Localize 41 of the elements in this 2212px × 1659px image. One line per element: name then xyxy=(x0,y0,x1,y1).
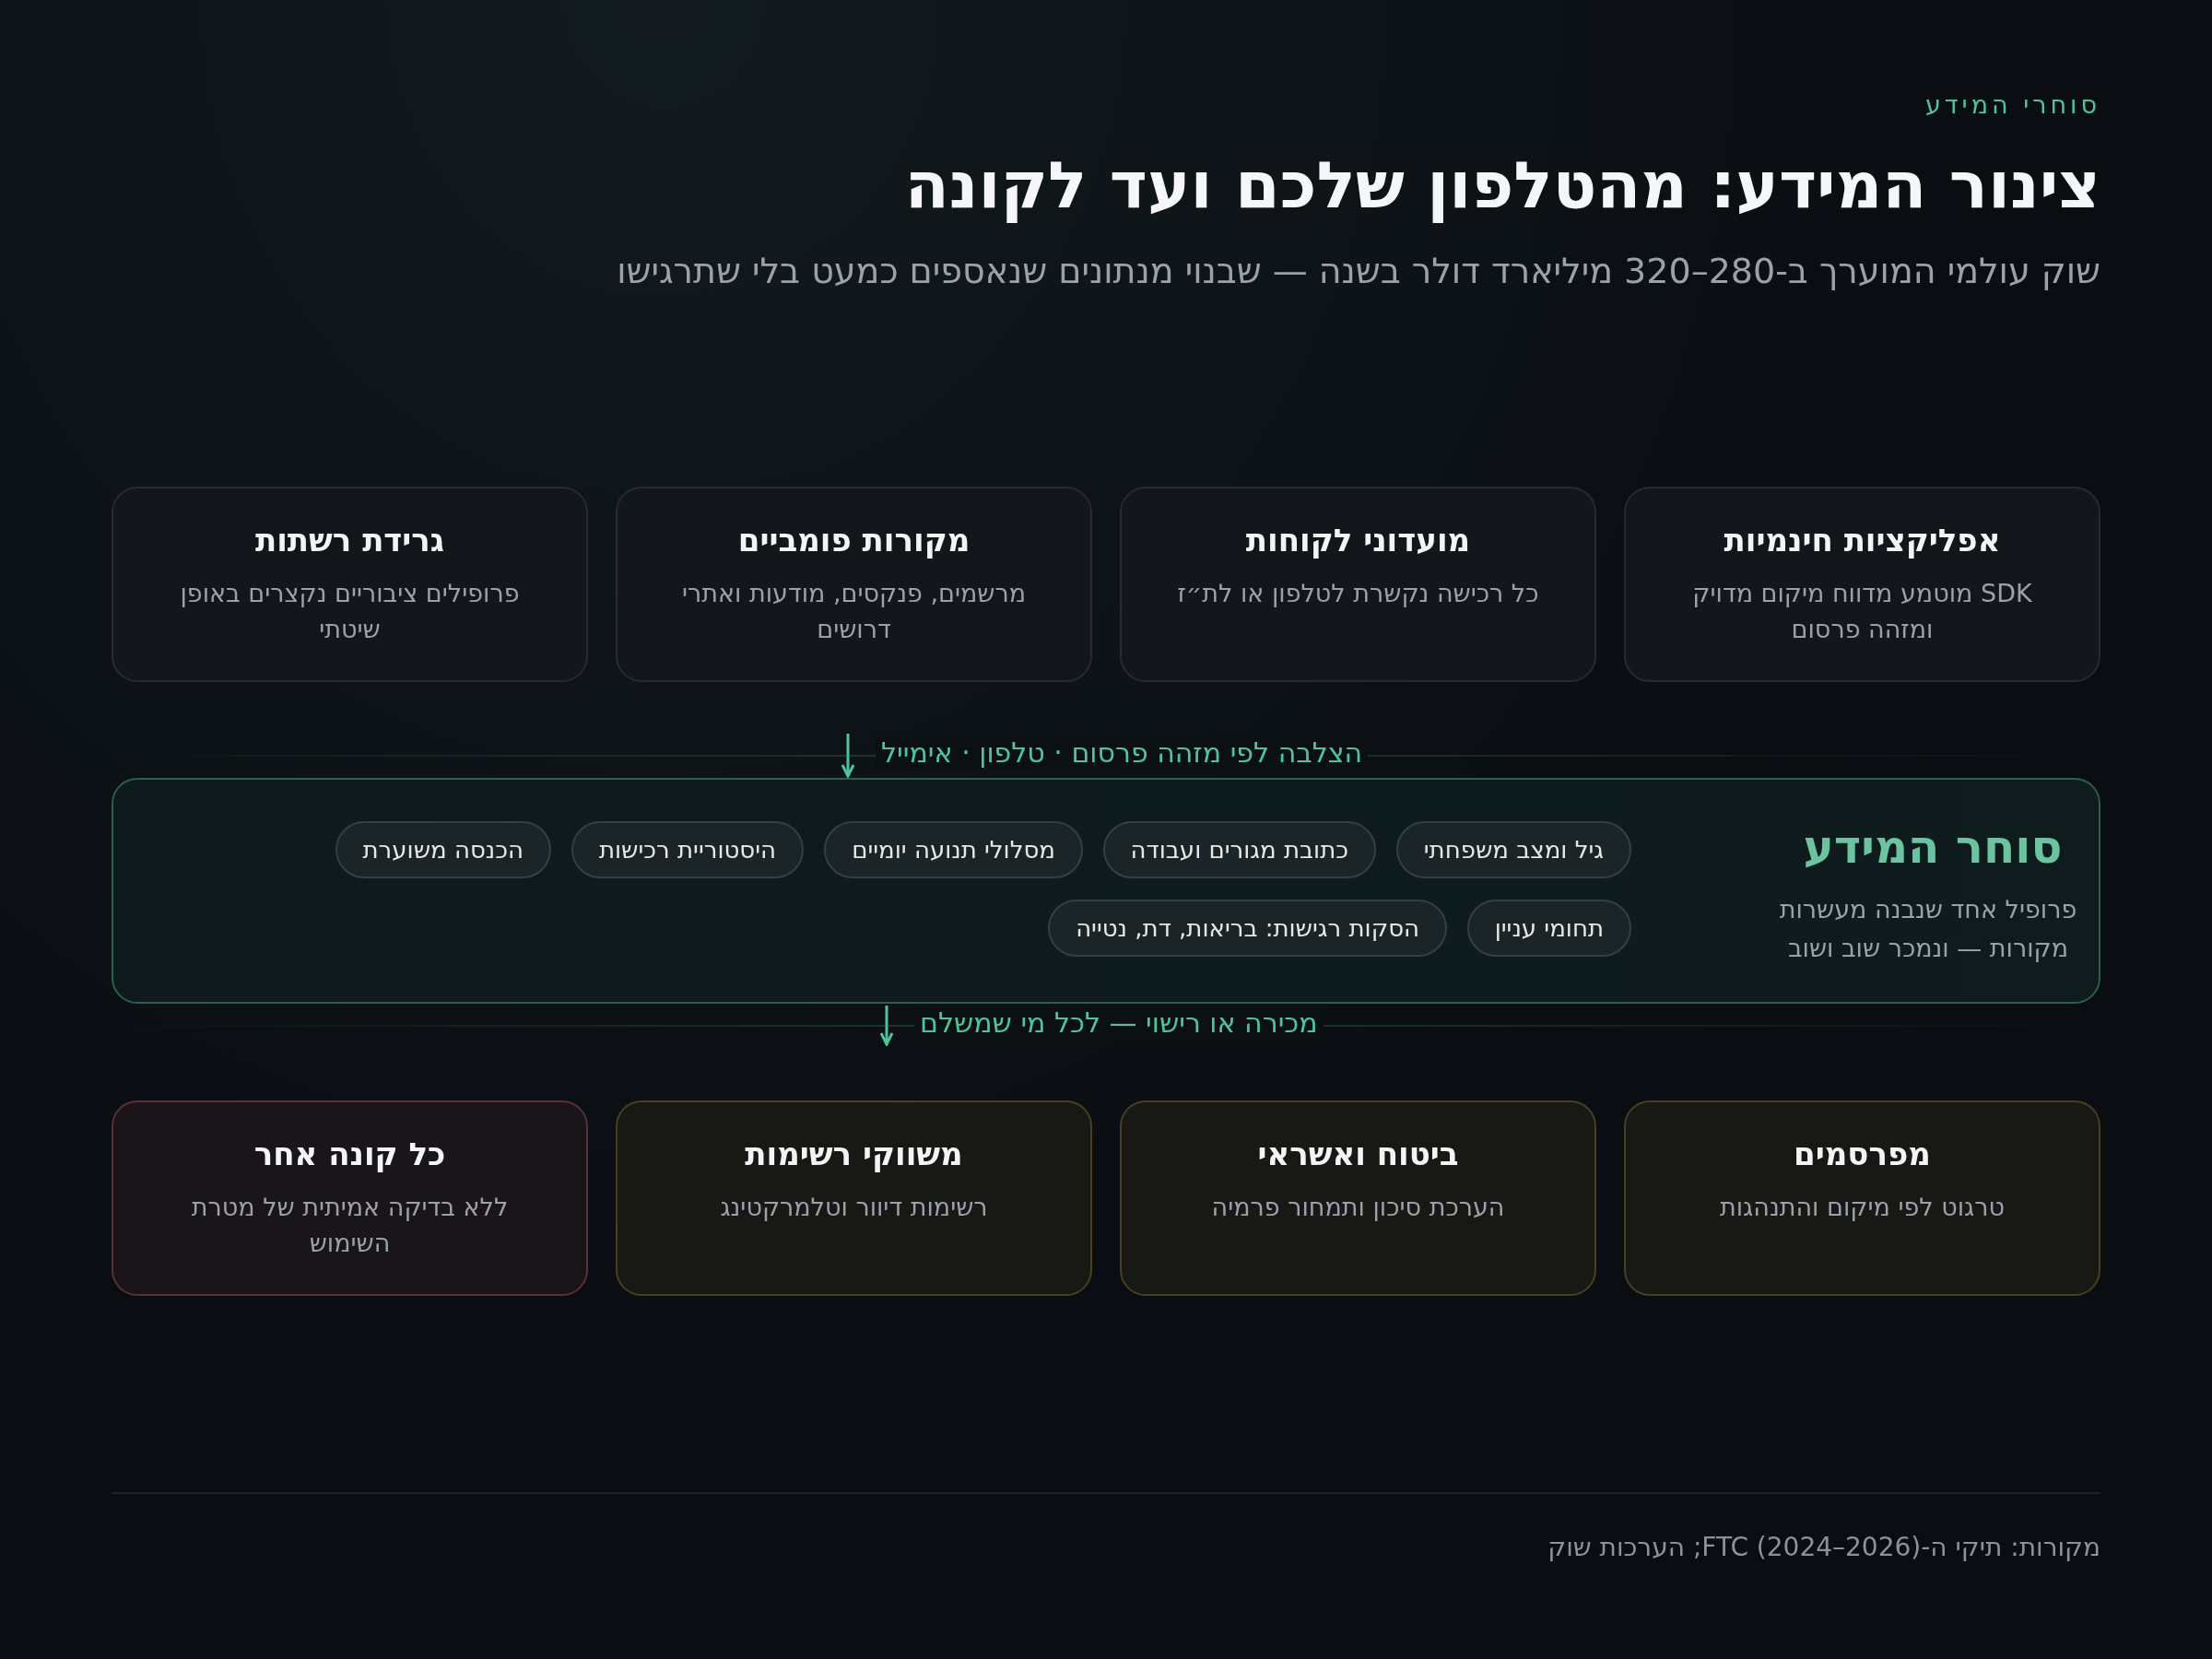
attribute-chip: תחומי עניין xyxy=(1466,900,1631,957)
card-heading: אפליקציות חינמיות xyxy=(1723,522,2002,559)
card-description: כל רכישה נקשרת לטלפון או לת״ז xyxy=(1176,578,1540,609)
card-heading: גרידת רשתות xyxy=(253,522,446,559)
card-description: ללא בדיקה אמיתית של מטרת השימוש xyxy=(190,1192,510,1260)
subtitle-text: שוק עולמי המוערך ב-280–320 מיליארד דולר בשנה — שבנוי מנתונים שנאספים כמעט בלי שתרגישו xyxy=(617,251,2100,291)
node-card xyxy=(1624,487,2100,682)
card-heading: כל קונה אחר xyxy=(253,1135,447,1172)
card-description: SDK מוטמע מדווח מיקום מדויק ומזהה פרסום xyxy=(1691,578,2033,646)
panel-heading: סוחר המידע xyxy=(1802,820,2064,874)
source-note: מקורות: תיקי ה-FTC (2024–2026); הערכות שוק xyxy=(1547,1532,2100,1562)
card-heading: מפרסמים xyxy=(1793,1135,1932,1172)
node-card xyxy=(616,487,1092,682)
card-heading: מועדוני לקוחות xyxy=(1244,522,1472,559)
attribute-chip: היסטוריית רכישות xyxy=(571,821,804,878)
kicker-text: סוחרי המידע xyxy=(1924,90,2100,119)
card-description: טרגוט לפי מיקום והתנהגות xyxy=(1719,1192,2006,1223)
panel-description: פרופיל אחד שנבנה מעשרות מקורות — ונמכר שוב ושוב xyxy=(1778,894,2078,964)
node-card xyxy=(616,1100,1092,1296)
node-card xyxy=(1120,487,1596,682)
node-card xyxy=(1120,1100,1596,1296)
node-card xyxy=(112,1100,588,1296)
attribute-chip: כתובת מגורים ועבודה xyxy=(1102,821,1376,878)
card-description: רשימות דיוור וטלמרקטינג xyxy=(719,1192,989,1223)
arrow xyxy=(841,734,855,778)
node-card xyxy=(1624,1100,2100,1296)
card-description: פרופילים ציבוריים נקצרים באופן שיטתי xyxy=(179,578,521,646)
card-description: הערכת סיכון ותמחור פרמיה xyxy=(1210,1192,1506,1223)
card-description: מרשמים, פנקסים, מודעות ואתרי דרושים xyxy=(680,578,1028,646)
title-text: צינור המידע: מהטלפון שלכם ועד לקונה xyxy=(904,147,2100,223)
card-heading: ביטוח ואשראי xyxy=(1256,1135,1460,1172)
attribute-chip: הסקות רגישות: בריאות, דת, נטייה xyxy=(1048,900,1447,957)
edge-label: הצלבה לפי מזהה פרסום · טלפון · אימייל xyxy=(876,736,1369,769)
arrow xyxy=(879,1006,894,1046)
card-heading: משווקי רשימות xyxy=(744,1135,964,1172)
broker-panel xyxy=(112,778,2100,1004)
card-heading: מקורות פומביים xyxy=(736,522,971,559)
node-card xyxy=(112,487,588,682)
attribute-chip: גיל ומצב משפחתי xyxy=(1395,821,1631,878)
attribute-chip: מסלולי תנועה יומיים xyxy=(824,821,1083,878)
attribute-chip: הכנסה משוערת xyxy=(335,821,551,878)
